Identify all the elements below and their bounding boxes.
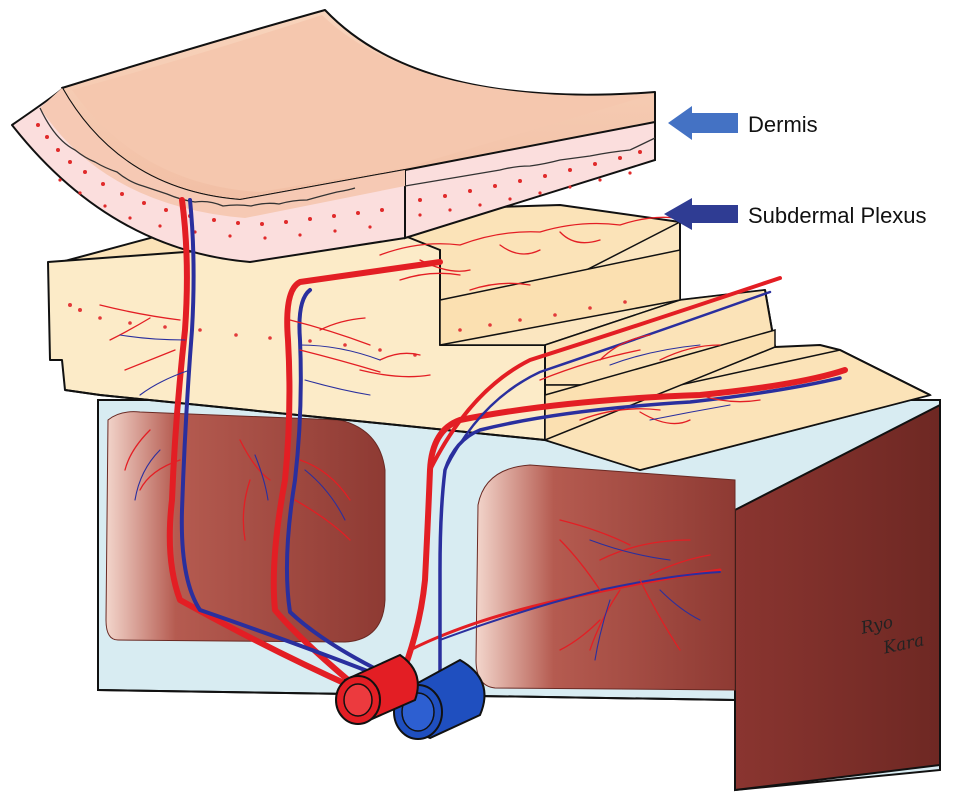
subdermal-plexus-callout: Subdermal Plexus — [664, 198, 927, 230]
dermis-arrow — [668, 106, 738, 140]
muscle-belly-left — [106, 412, 385, 642]
dermis-label: Dermis — [748, 112, 818, 137]
subdermal-plexus-label: Subdermal Plexus — [748, 203, 927, 228]
muscle-block — [98, 400, 940, 790]
muscle-belly-right — [476, 465, 735, 690]
dermis-callout: Dermis — [668, 106, 818, 140]
